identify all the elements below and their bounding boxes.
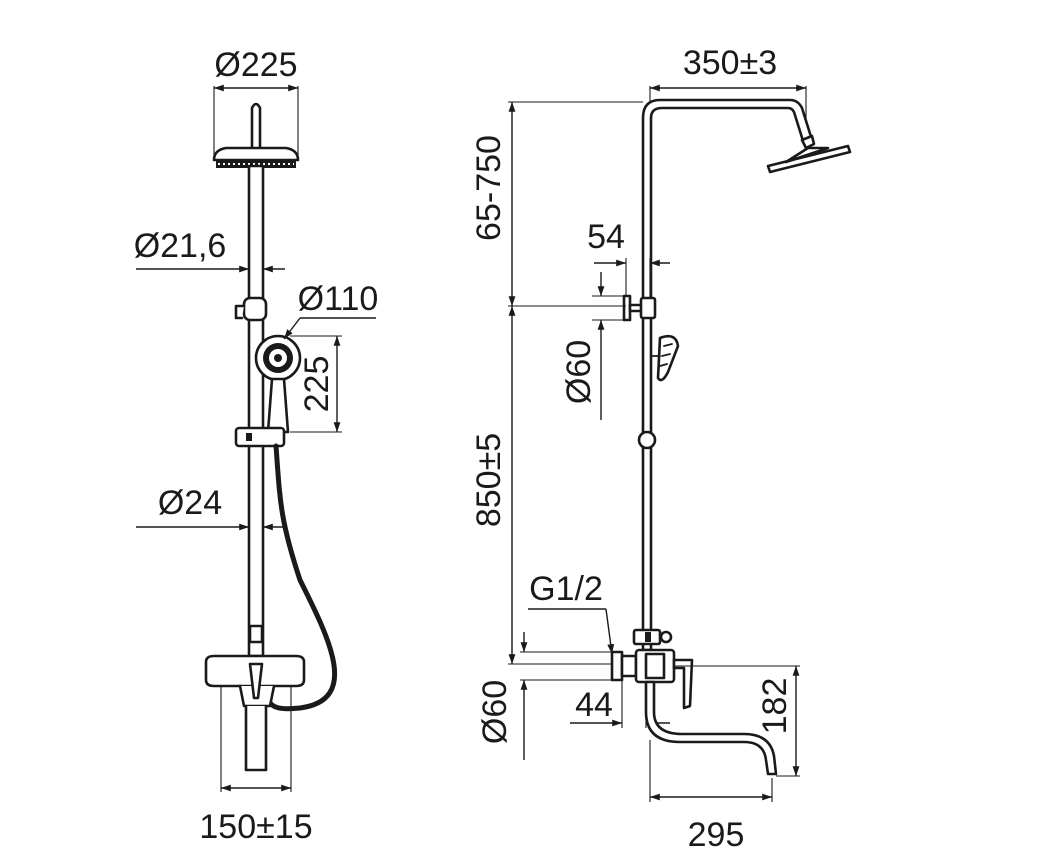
label-hand-shower-length: 225 [298, 356, 336, 413]
dim-head-diameter: Ø225 [213, 46, 299, 160]
dim-spout-drop: 182 [674, 665, 800, 777]
mixer-body-side [610, 648, 694, 710]
riser-and-arm-side [641, 98, 852, 652]
hand-shower-holder-front [234, 426, 286, 448]
label-head-diameter: Ø225 [214, 46, 297, 84]
dim-thread: G1/2 [528, 570, 615, 655]
dim-spout-reach: 295 [649, 740, 773, 854]
dim-inlet-spacing: 150±15 [199, 686, 313, 846]
label-escutcheon-offset: 44 [575, 686, 613, 724]
dim-upper-pipe-diameter: Ø21,6 [134, 227, 285, 273]
label-arm-reach: 350±3 [683, 44, 777, 82]
riser-pipe-front [247, 164, 265, 658]
mixer-body-front [204, 654, 306, 772]
dim-wall-bracket-diameter: Ø60 [560, 272, 624, 420]
bath-spout-side [644, 680, 778, 776]
label-inlet-spacing: 150±15 [199, 808, 312, 846]
label-upper-pipe-diameter: Ø21,6 [134, 227, 227, 265]
dim-rail-height: 850±5 [470, 305, 626, 665]
label-lower-pipe-diameter: Ø24 [158, 484, 222, 522]
label-wall-bracket-offset: 54 [587, 218, 625, 256]
hand-shower-front [254, 334, 302, 434]
dim-hand-shower-diameter: Ø110 [283, 280, 379, 340]
label-spout-drop: 182 [756, 678, 794, 735]
pipe-connector-front [248, 624, 264, 644]
diverter-side [632, 628, 673, 646]
label-escutcheon-diameter: Ø60 [476, 680, 514, 744]
label-thread: G1/2 [529, 570, 603, 608]
label-spout-reach: 295 [688, 816, 745, 854]
dim-wall-bracket-offset: 54 [587, 218, 670, 312]
dim-escutcheon-diameter: Ø60 [476, 632, 612, 760]
label-wall-bracket-diameter: Ø60 [560, 340, 598, 404]
slider-bracket-front [234, 296, 268, 322]
label-hand-shower-diameter: Ø110 [298, 280, 379, 318]
label-rail-height: 850±5 [470, 433, 508, 527]
dim-head-height: 65-750 [470, 101, 643, 306]
front-view: Ø225 Ø21,6 [134, 46, 379, 846]
dim-lower-pipe-diameter: Ø24 [136, 484, 285, 531]
hand-shower-side [650, 334, 680, 382]
dim-arm-reach: 350±3 [649, 44, 807, 132]
shower-hose-front [265, 443, 338, 712]
dim-hand-shower-length: 225 [290, 335, 342, 433]
slider-knob-side [637, 430, 657, 450]
label-head-height: 65-750 [470, 135, 508, 241]
overhead-shower-front [212, 102, 300, 168]
side-view: 350±3 65-750 54 [470, 44, 852, 854]
wall-bracket-side [622, 294, 657, 322]
